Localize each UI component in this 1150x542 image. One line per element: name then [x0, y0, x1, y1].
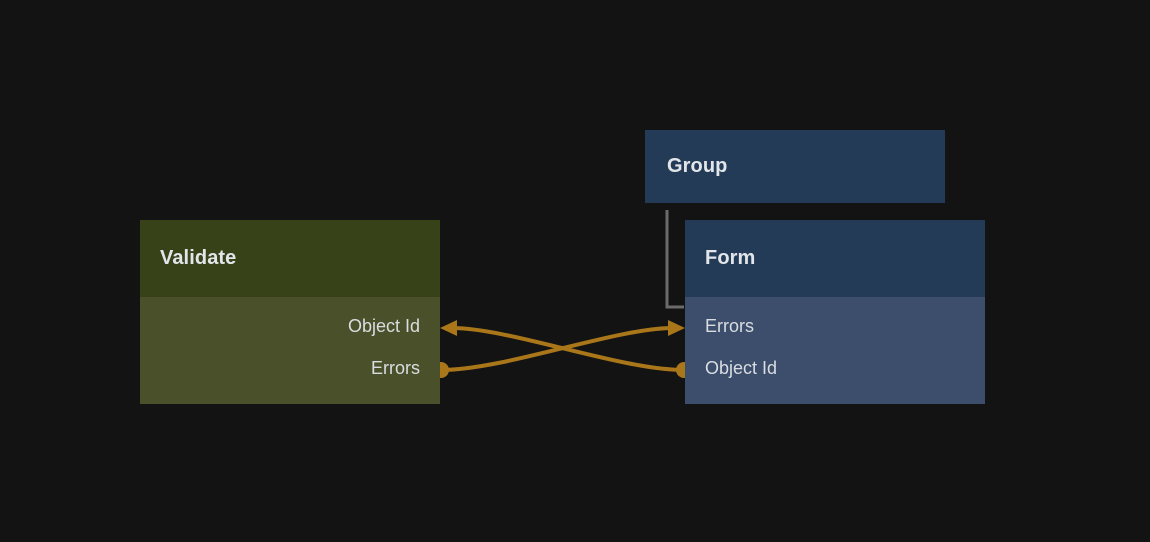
port-validate-object-id[interactable]: Object Id [347, 316, 420, 336]
node-form-title: Form [705, 247, 756, 269]
node-form-header[interactable]: Form [685, 220, 985, 297]
port-form-errors[interactable]: Errors [705, 316, 754, 336]
port-form-object-id[interactable]: Object Id [705, 358, 778, 378]
node-form-body: Errors Object Id [685, 297, 985, 404]
node-form[interactable]: Form Errors Object Id [685, 220, 985, 404]
node-validate-header[interactable]: Validate [140, 220, 440, 297]
containment-bracket-group-form [665, 210, 684, 309]
node-validate[interactable]: Validate Object Id Errors [140, 220, 440, 404]
node-group[interactable]: Group [645, 130, 945, 203]
node-validate-title: Validate [160, 247, 237, 269]
edge-validate-errors-to-form-errors[interactable] [433, 320, 685, 378]
node-group-title: Group [667, 155, 728, 177]
port-validate-errors[interactable]: Errors [371, 358, 420, 378]
node-validate-body: Object Id Errors [140, 297, 440, 404]
edge-form-objectid-to-validate-objectid[interactable] [440, 320, 692, 378]
node-group-header[interactable]: Group [645, 130, 945, 203]
